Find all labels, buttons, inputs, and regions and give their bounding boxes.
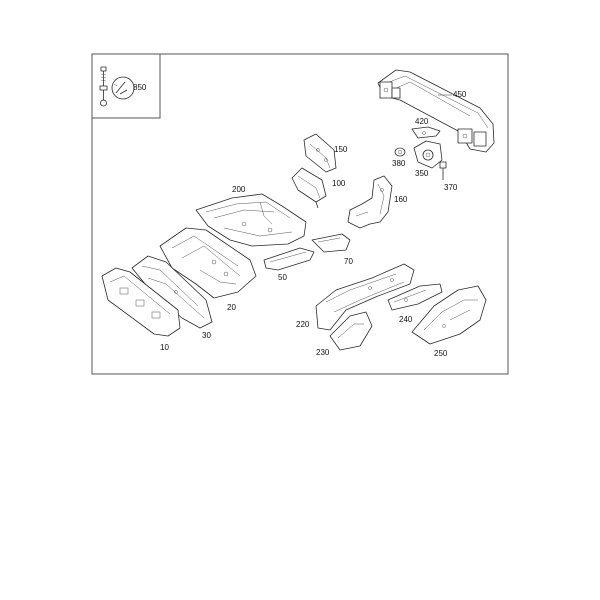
part-450-crossmember: 450 — [377, 69, 495, 153]
callout-250: 250 — [434, 349, 448, 358]
callout-70: 70 — [344, 257, 353, 266]
part-250-wheelhouse: 250 — [411, 285, 487, 358]
callout-370: 370 — [444, 183, 458, 192]
part-70-bracket: 70 — [311, 233, 353, 266]
part-150-panel: 150 — [303, 133, 348, 173]
callout-350: 350 — [415, 169, 429, 178]
callout-450: 450 — [453, 90, 467, 99]
part-10-sill: 10 — [101, 267, 181, 352]
part-240-rail: 240 — [387, 283, 443, 324]
part-100-panel: 100 — [291, 167, 346, 209]
bolt-icon — [99, 66, 108, 107]
part-420-bracket: 420 — [411, 117, 441, 139]
callout-160: 160 — [394, 195, 408, 204]
callout-150: 150 — [334, 145, 348, 154]
diagram-frame — [91, 53, 509, 375]
part-160-member: 160 — [347, 175, 408, 229]
callout-230: 230 — [316, 348, 330, 357]
part-230-arch-piece: 230 — [316, 311, 373, 357]
callout-100: 100 — [332, 179, 346, 188]
part-200-floor: 200 — [195, 185, 307, 247]
callout-420: 420 — [415, 117, 429, 126]
callout-30: 30 — [202, 331, 211, 340]
callout-50: 50 — [278, 273, 287, 282]
inset-box-850: 850 — [92, 53, 161, 119]
part-380-nut: 380 — [392, 147, 406, 168]
callout-200: 200 — [232, 185, 246, 194]
callout-240: 240 — [399, 315, 413, 324]
part-20-front-floor: 20 — [159, 227, 257, 312]
torque-gauge-icon — [111, 76, 135, 100]
callout-220: 220 — [296, 320, 310, 329]
part-50-rail: 50 — [263, 247, 315, 282]
callout-20: 20 — [227, 303, 236, 312]
callout-380: 380 — [392, 159, 406, 168]
part-30-side-member: 30 — [131, 255, 213, 340]
part-220-rear-member: 220 — [296, 263, 415, 331]
part-350-tow-mount: 350 — [413, 140, 443, 178]
callout-850: 850 — [133, 83, 147, 92]
part-370-bolt: 370 — [439, 161, 458, 192]
callout-10: 10 — [160, 343, 169, 352]
